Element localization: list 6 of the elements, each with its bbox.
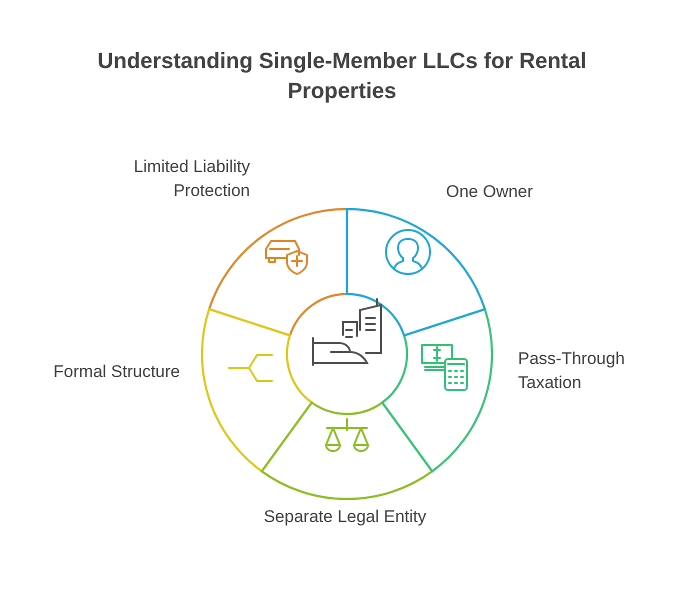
segment-label: Limited Liability Protection [60, 155, 250, 203]
segment-label: Separate Legal Entity [245, 505, 445, 529]
segment-label: Formal Structure [20, 360, 180, 384]
segment-label: Pass-Through Taxation [518, 347, 668, 395]
segment-label: One Owner [446, 180, 606, 204]
diagram-title: Understanding Single-Member LLCs for Rental Properties [96, 47, 588, 105]
